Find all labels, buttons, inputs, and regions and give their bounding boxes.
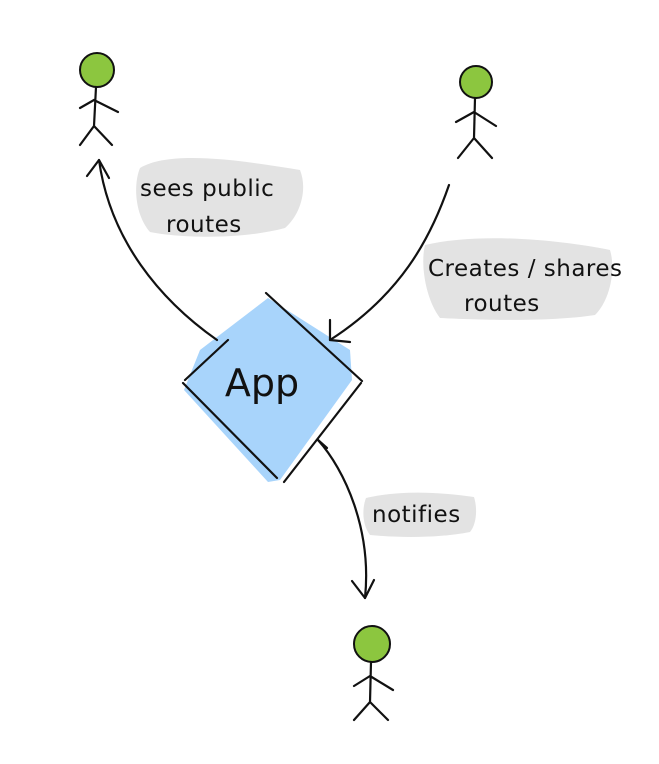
arrow-app-to-notified [316,438,376,600]
actor-creator [454,65,498,160]
arrow-creator-to-app [328,183,451,344]
edge-labels: sees public routes Creates / shares rout… [140,176,623,528]
label-background-creates [423,238,613,320]
label-backgrounds [136,158,613,537]
label-sees-routes: routes [166,212,242,238]
actor-head-icon [79,52,115,88]
label-creates-routes: routes [464,291,540,317]
actor-head-icon [353,625,391,663]
app-label: App [225,361,299,405]
edges [85,158,451,600]
app-diamond-outline [181,291,364,484]
person-icon [352,660,395,722]
label-background-notifies [363,492,477,537]
actor-head-icon [459,65,493,99]
label-creates-shares: Creates / shares [428,256,623,282]
actor-viewer [78,52,120,147]
app-node: App [181,291,364,484]
arrow-app-to-viewer [85,158,219,342]
label-notifies: notifies [372,502,461,528]
person-icon [78,85,120,147]
label-background-sees [136,158,304,237]
label-sees-public: sees public [140,176,274,202]
actor-notified [352,625,395,722]
person-icon [454,96,498,160]
app-diamond-fill [184,298,352,482]
